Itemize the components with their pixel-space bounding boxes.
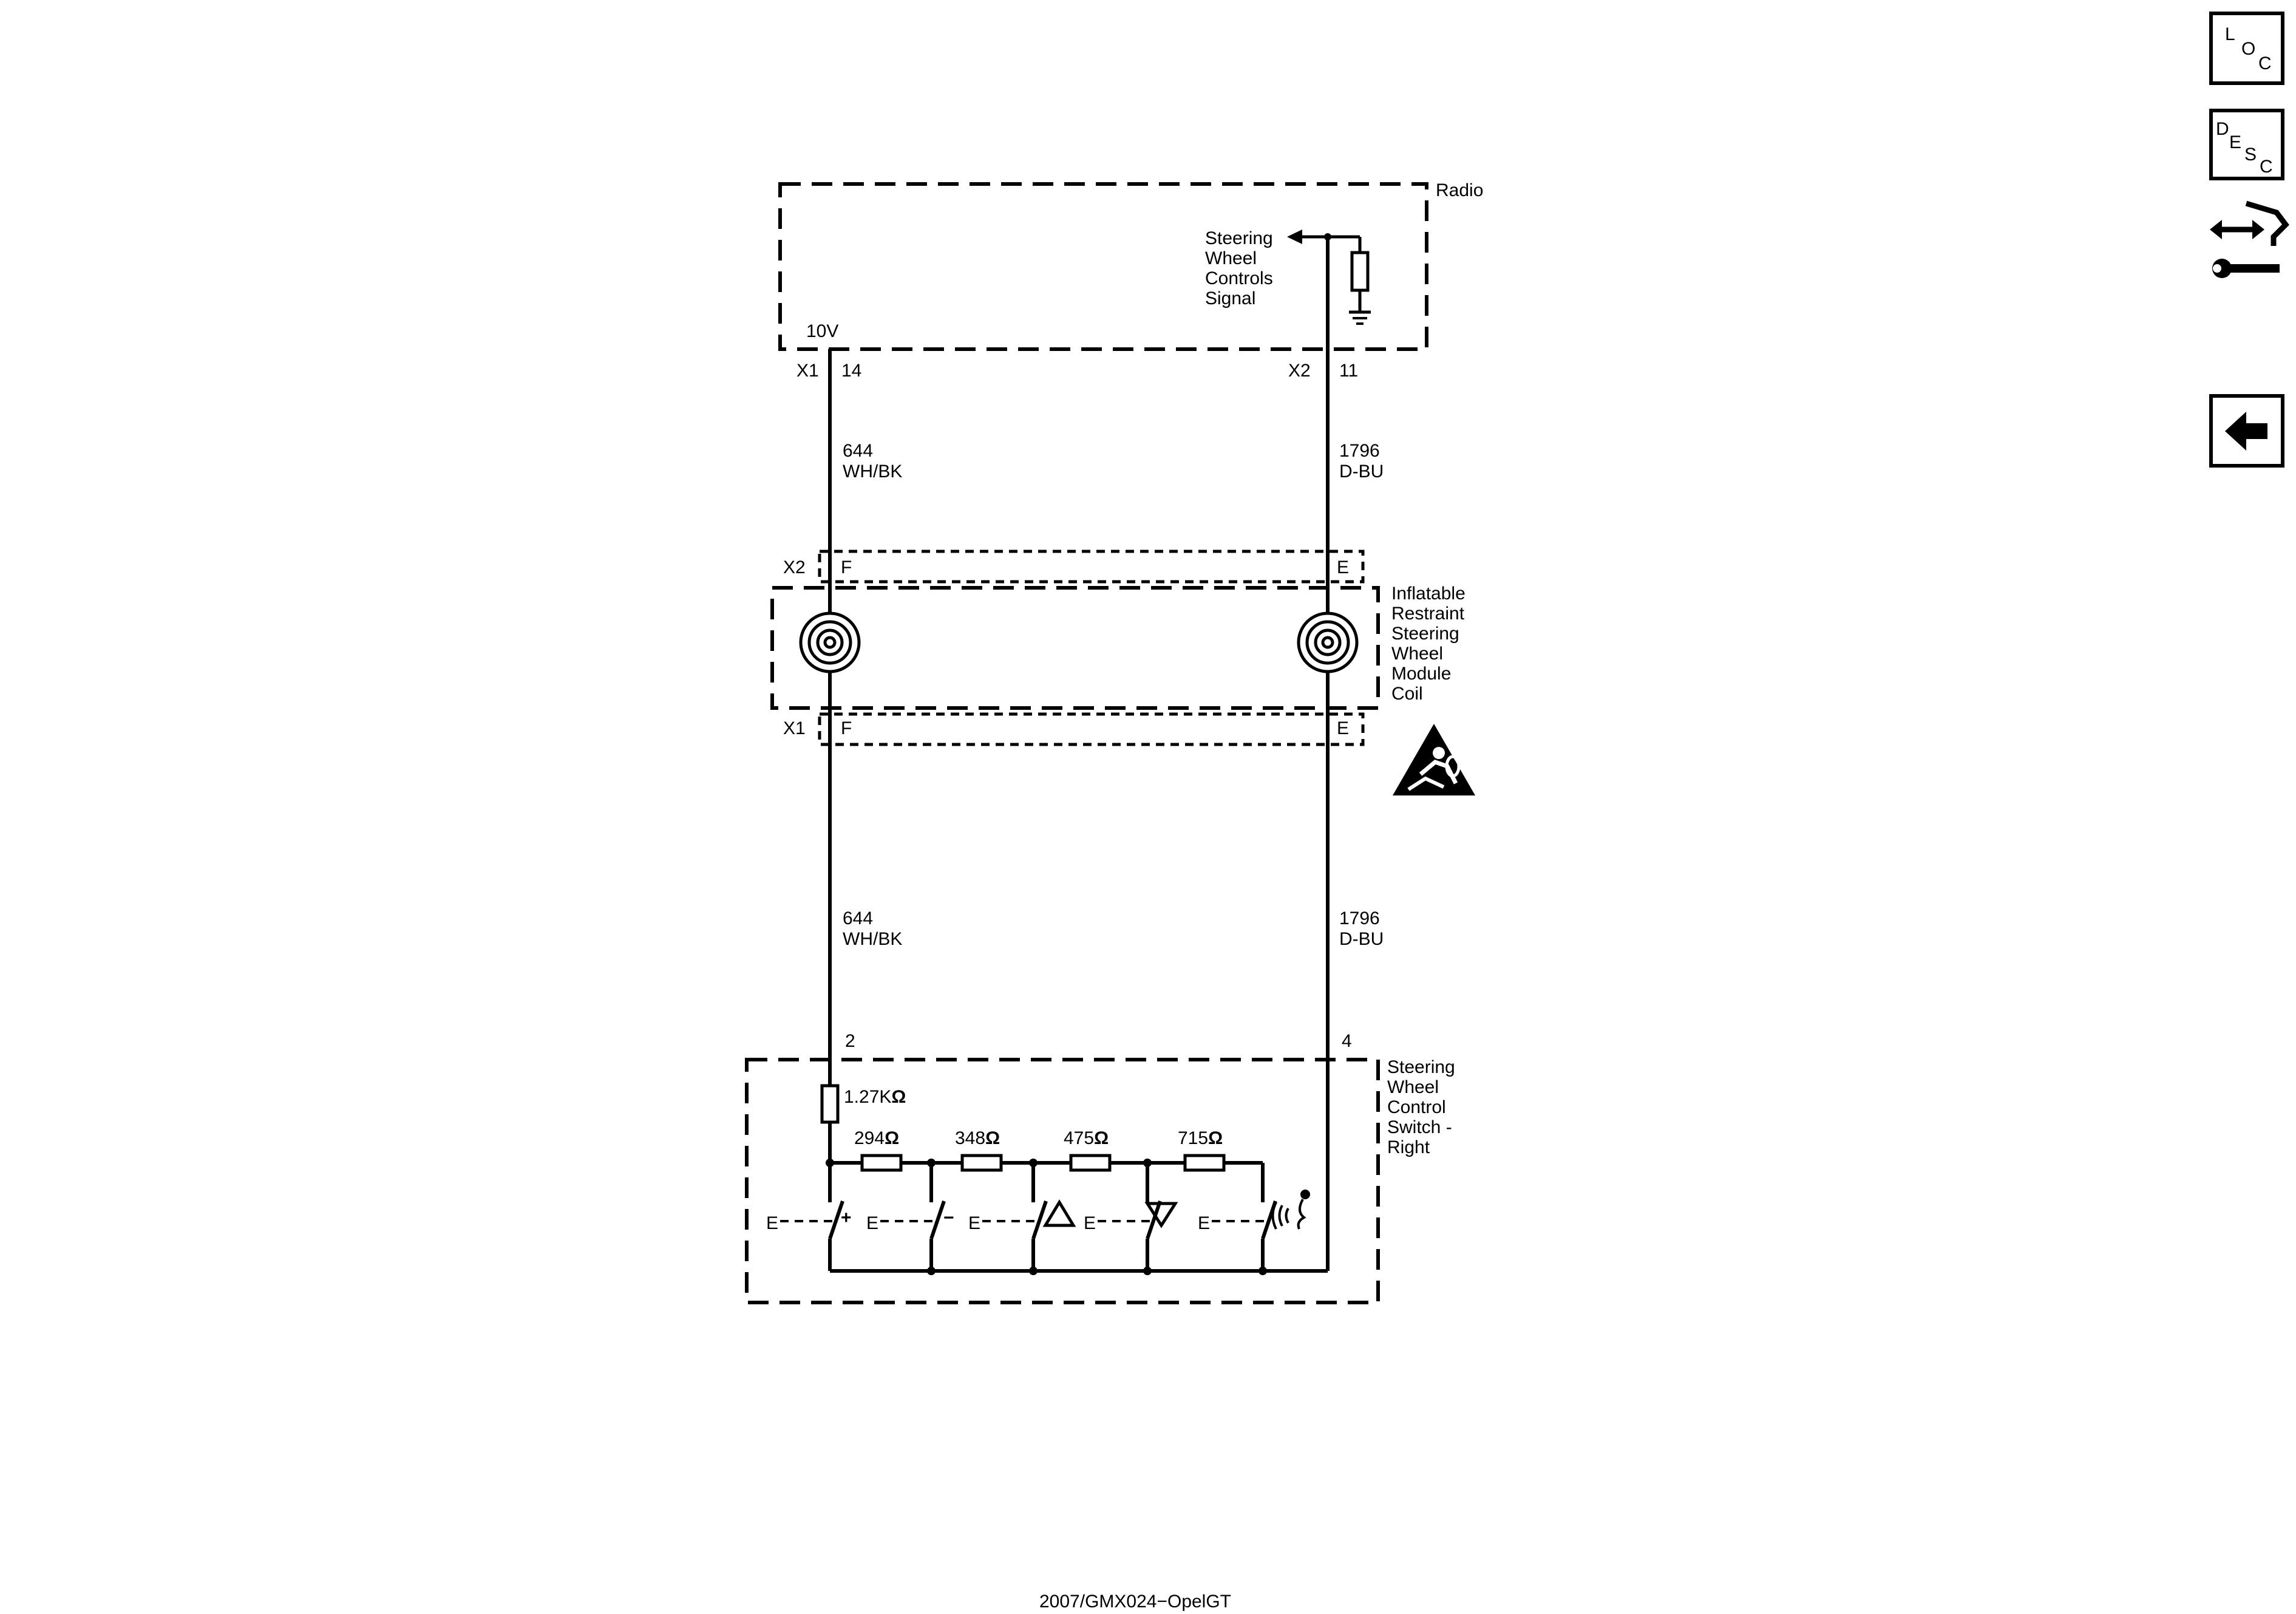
switch-seek-down [1098,1163,1162,1271]
desc-button[interactable]: D E S C [2209,109,2284,180]
down-triangle-icon [1144,1202,1178,1228]
switch-voice-actuator: E [1198,1213,1210,1233]
coil-x1-pin-right: E [1337,718,1349,738]
desc-letter-c: C [2260,157,2273,177]
desc-letter-e: E [2229,132,2241,152]
radio-dashed-outline [778,182,1428,351]
switch-pin-left: 2 [845,1031,855,1051]
switch-volume-up [780,1163,844,1271]
wire-right-circuit-upper: 1796 [1339,441,1380,461]
footer-diagram-id: 2007/GMX024−OpelGT [1039,1592,1231,1612]
coil-x2-connector: X2 [783,557,806,577]
radio-signal-label-2: Wheel [1205,248,1257,268]
switch-volume-up-actuator: E [766,1213,778,1233]
coil-label-6: Coil [1391,684,1423,704]
radio-x2-pin: 11 [1339,361,1358,381]
resistor-715-value: 715Ω [1178,1128,1223,1148]
wire-left-circuit-lower: 644 [843,908,873,928]
radio-signal-label-4: Signal [1205,288,1255,308]
connector-end-view-button[interactable] [2210,200,2289,278]
arrow-right-icon [2252,220,2264,239]
loc-button[interactable]: L O C [2209,12,2284,85]
coil-label-2: Restraint [1391,604,1465,624]
radio-x1-connector: X1 [796,361,819,381]
resistor-main-value: 1.27KΩ [844,1087,906,1107]
back-button[interactable] [2209,394,2284,468]
airbag-warning-icon [1393,724,1475,795]
radio-signal-arrow [1287,230,1362,253]
ground-symbol [1349,290,1371,325]
radio-x2-connector: X2 [1288,361,1311,381]
wire-left-color-lower: WH/BK [843,929,902,949]
coil-x1-connector-outline [818,712,1365,746]
switch-label-1: Steering [1387,1057,1455,1077]
coil-label-3: Steering [1391,624,1459,644]
switch-seek-up-actuator: E [968,1213,980,1233]
wire-right-color-lower: D-BU [1339,929,1384,949]
wire-left-color-upper: WH/BK [843,461,902,482]
radio-x1-pin: 14 [841,361,861,381]
switch-module: 2 4 Steering Wheel Control Switch - Righ… [745,1031,1455,1304]
wire-right-circuit-lower: 1796 [1339,908,1380,928]
resistor-348 [960,1154,1003,1172]
wire-left-circuit-upper: 644 [843,441,873,461]
resistor-main [820,1084,840,1124]
arrow-left-icon [2210,220,2222,239]
switch-voice [1212,1163,1277,1271]
switch-label-3: Control [1387,1097,1446,1117]
up-triangle-icon [1042,1199,1076,1227]
resistor-715 [1183,1154,1226,1172]
loc-letter-o: O [2241,39,2255,59]
clockspring-coil-left [799,611,861,673]
voice-command-icon [1271,1190,1310,1230]
switch-plus-symbol: + [841,1208,852,1228]
coil-x1-pin-left: F [841,718,852,738]
loc-letter-l: L [2225,24,2235,44]
radio-label: Radio [1436,180,1483,200]
resistor-294-value: 294Ω [854,1128,899,1148]
coil-dashed-outline [770,586,1380,710]
switch-seek-down-actuator: E [1084,1213,1096,1233]
coil-module: X2 F E X1 F E Inflatable Restraint Steer… [770,550,1466,746]
coil-x1-connector: X1 [783,718,806,738]
switch-dashed-outline [745,1058,1380,1304]
coil-label-5: Module [1391,664,1451,684]
loc-letter-c: C [2258,53,2272,73]
switch-minus-symbol: − [943,1208,954,1228]
switch-pin-right: 4 [1342,1031,1352,1051]
coil-x2-pin-right: E [1337,557,1349,577]
resistor-348-value: 348Ω [955,1128,1000,1148]
wire-right-color-upper: D-BU [1339,461,1384,482]
switch-label-5: Right [1387,1137,1430,1157]
coil-x2-connector-outline [818,550,1365,584]
radio-signal-label-3: Controls [1205,268,1273,288]
radio-pulldown-resistor [1350,251,1370,292]
desc-letter-d: D [2216,119,2229,139]
back-arrow-icon [2225,412,2267,451]
switch-label-4: Switch - [1387,1117,1452,1137]
resistor-475 [1069,1154,1112,1172]
switch-label-2: Wheel [1387,1077,1439,1097]
desc-letter-s: S [2244,145,2257,165]
resistor-294 [860,1154,903,1172]
coil-label-4: Wheel [1391,644,1443,664]
radio-voltage-label: 10V [806,321,838,341]
radio-module: Radio Steering Wheel Controls Signal 10V [778,180,1483,351]
clockspring-coil-right [1297,611,1359,673]
switch-volume-down [880,1163,946,1271]
coil-label-1: Inflatable [1391,584,1466,604]
switch-seek-up [982,1163,1048,1271]
resistor-475-value: 475Ω [1064,1128,1109,1148]
radio-signal-label-1: Steering [1205,228,1273,248]
coil-x2-pin-left: F [841,557,852,577]
switch-volume-down-actuator: E [866,1213,878,1233]
